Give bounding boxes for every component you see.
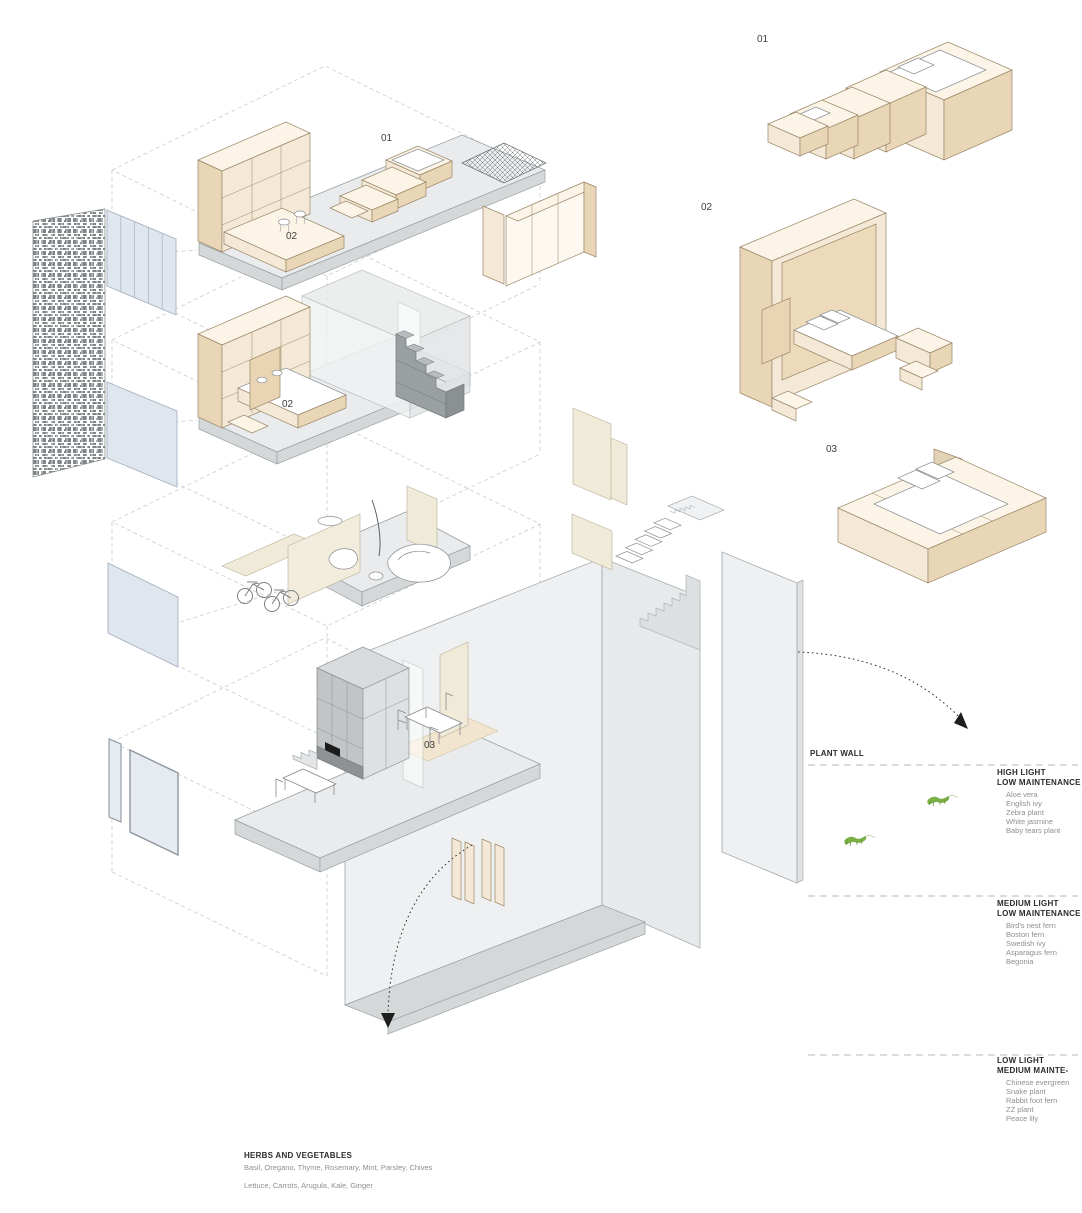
- plant-item: English ivy: [1006, 799, 1042, 808]
- plant-item: Snake plant: [1006, 1087, 1047, 1096]
- plant-wall-legend: PLANT WALL HIGH LIGHT LOW MAINTENANCE Al…: [808, 749, 1081, 1123]
- section-heading: HIGH LIGHT: [997, 768, 1046, 777]
- stool: [294, 210, 306, 218]
- floor-lamp: [371, 499, 381, 557]
- annotation-arrows: [381, 651, 968, 1028]
- detail-03-platform-bed: 03: [826, 444, 1047, 584]
- perforated-screen-panel: [32, 208, 106, 478]
- plant-item: Peace lily: [1006, 1114, 1038, 1123]
- stair-storage-volume: [395, 330, 465, 419]
- chair: [397, 709, 407, 730]
- detail-label-03: 03: [826, 444, 838, 455]
- wardrobe-unit: [482, 181, 597, 287]
- lizard-icon: [844, 835, 876, 847]
- bicycles: [237, 581, 299, 612]
- detail-01-stepped-bed: 01: [757, 34, 1013, 161]
- plant-item: White jasmine: [1006, 817, 1053, 826]
- legend-title: PLANT WALL: [810, 749, 864, 758]
- herbs-planters: HERBS AND VEGETABLES Basil, Oregano, Thy…: [244, 1151, 433, 1190]
- plant-item: Rabbit foot fern: [1006, 1096, 1057, 1105]
- plant-wall-panel: [721, 551, 804, 884]
- axon-label-03: 03: [424, 740, 436, 751]
- glazing-panel-upper: [106, 209, 177, 316]
- plant-item: Bird's nest fern: [1006, 921, 1056, 930]
- plant-item: Asparagus fern: [1006, 948, 1057, 957]
- glazing-panel-lower: [107, 562, 179, 668]
- stool: [278, 218, 290, 226]
- lizard-icon: [927, 795, 959, 807]
- slat-screen-step: [610, 437, 628, 506]
- desk: [275, 768, 337, 803]
- section-heading: LOW MAINTENANCE: [997, 909, 1081, 918]
- axon-label-02-upper: 02: [286, 231, 298, 242]
- screen-panel: [761, 297, 791, 365]
- plant-item: Zebra plant: [1006, 808, 1045, 817]
- axon-label-02-lower: 02: [282, 399, 294, 410]
- sofa: [328, 543, 451, 583]
- screen-stripes: [36, 210, 103, 475]
- dining-set: [397, 692, 463, 747]
- level-2-bedroom: 02: [197, 269, 472, 465]
- kitchen-bath-core: [292, 646, 410, 780]
- framed-glazing-ground: [129, 748, 179, 857]
- arrowhead: [381, 1013, 395, 1028]
- vertical-planks: [451, 837, 505, 907]
- floating-stair: [615, 495, 725, 564]
- axon-label-01: 01: [381, 133, 393, 144]
- chair: [429, 726, 439, 747]
- chair: [275, 778, 284, 797]
- facade-panels: [32, 208, 179, 857]
- slat-screen-lower: [571, 513, 613, 571]
- plant-item: ZZ plant: [1006, 1105, 1034, 1114]
- side-table: [368, 571, 384, 581]
- bed-platform: [223, 207, 345, 273]
- section-heading: LOW LIGHT: [997, 1056, 1044, 1065]
- entry-steps: [292, 749, 318, 770]
- stool: [271, 369, 283, 377]
- slat-screen-upper: [572, 407, 612, 501]
- plant-item: Baby tears plant: [1006, 826, 1061, 835]
- level-1-loft: 01 02: [197, 121, 597, 291]
- level-4-ground: 03: [234, 641, 541, 873]
- chair: [445, 692, 454, 710]
- bed-02: [227, 346, 347, 434]
- slat-panel-dining: [439, 641, 469, 739]
- pendant-lights: [317, 516, 343, 526]
- wall-base-edge: [387, 921, 646, 1035]
- herbs-line2: Lettuce, Carrots, Arugula, Kale, Ginger: [244, 1181, 373, 1190]
- level-3-living: [221, 485, 471, 612]
- hanging-screens-and-stair: [571, 407, 725, 571]
- stool: [256, 376, 268, 384]
- plant-item: Chinese evergreen: [1006, 1078, 1069, 1087]
- stepped-bed-01: [329, 145, 453, 223]
- plant-item: Aloe vera: [1006, 790, 1039, 799]
- armchair: [328, 548, 358, 570]
- glazing-panel-mid: [106, 381, 178, 488]
- mullions: [120, 215, 163, 310]
- detail-label-02: 02: [701, 202, 713, 213]
- plant-item: Swedish ivy: [1006, 939, 1046, 948]
- plant-item: Boston fern: [1006, 930, 1044, 939]
- detail-label-01: 01: [757, 34, 769, 45]
- oven: [325, 742, 340, 757]
- section-heading: LOW MAINTENANCE: [997, 778, 1081, 787]
- glass-pane-narrow: [108, 738, 122, 823]
- detail-02-murphy-bed: 02: [701, 198, 953, 422]
- herbs-line1: Basil, Oregano, Thyme, Rosemary, Mint, P…: [244, 1163, 433, 1172]
- plant-item: Begonia: [1006, 957, 1034, 966]
- arrow-to-legend: [797, 651, 961, 719]
- arrowhead: [954, 712, 968, 729]
- net-hammock: [461, 142, 547, 184]
- section-heading: MEDIUM MAINTE-: [997, 1066, 1069, 1075]
- stair-profile-cut: [639, 574, 701, 651]
- herbs-title: HERBS AND VEGETABLES: [244, 1151, 353, 1160]
- section-heading: MEDIUM LIGHT: [997, 899, 1059, 908]
